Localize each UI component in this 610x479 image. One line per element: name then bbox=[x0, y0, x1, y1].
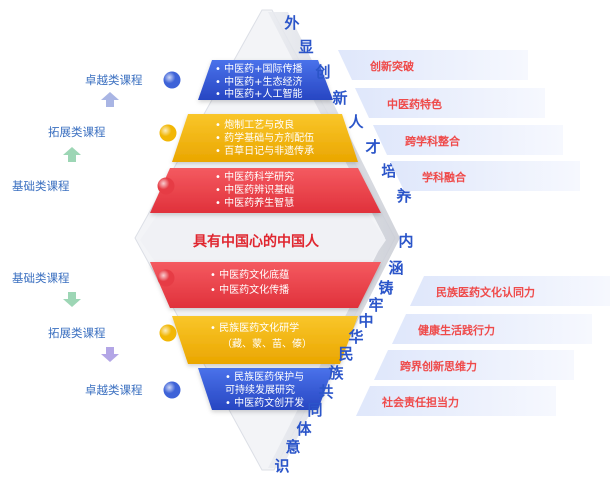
upper-item: • 中医药科学研究 bbox=[215, 170, 294, 183]
tag-box bbox=[355, 88, 545, 118]
arrow-down-icon bbox=[63, 292, 81, 307]
lower-block-gold bbox=[172, 316, 358, 364]
upper-item: • 中医药+国际传播 bbox=[215, 62, 302, 75]
vertical-char: 创 bbox=[314, 63, 330, 81]
vertical-char: 体 bbox=[296, 420, 312, 438]
lower-item: • 民族医药文化研学 bbox=[210, 321, 299, 334]
level-dot-highlight bbox=[157, 177, 175, 195]
upper-item: • 中医药+人工智能 bbox=[215, 87, 302, 100]
vertical-char: 养 bbox=[395, 187, 412, 205]
left-label-upper: 拓展类课程 bbox=[48, 125, 106, 139]
upper-item: • 百草日记与非遗传承 bbox=[215, 144, 314, 157]
right-tag-text: 学科融合 bbox=[422, 170, 467, 184]
level-dot-highlight bbox=[163, 381, 181, 399]
left-label-upper: 基础类课程 bbox=[12, 179, 70, 193]
upper-item: • 药学基础与方剂配伍 bbox=[215, 131, 314, 144]
arrow-down-icon bbox=[101, 347, 119, 362]
right-tag-text: 社会责任担当力 bbox=[381, 395, 459, 409]
upper-item: • 中医药辨识基础 bbox=[215, 183, 294, 196]
tag-box bbox=[356, 386, 556, 416]
vertical-char: 铸 bbox=[378, 279, 393, 297]
lower-item: 可持续发展研究 bbox=[225, 383, 295, 396]
center-title: 具有中国心的中国人 bbox=[192, 233, 320, 250]
vertical-char: 意 bbox=[285, 438, 300, 456]
right-tag-text: 健康生活践行力 bbox=[418, 323, 495, 337]
right-tag-text: 跨学科整合 bbox=[405, 134, 461, 148]
vertical-char: 识 bbox=[274, 457, 289, 475]
right-tags: 创新突破中医药特色跨学科整合学科融合民族医药文化认同力健康生活践行力跨界创新思维… bbox=[338, 50, 610, 416]
level-dot-highlight bbox=[159, 124, 177, 142]
left-label-lower: 卓越类课程 bbox=[85, 383, 143, 397]
lower-block-blue bbox=[198, 368, 333, 410]
lower-item: • 中医药文创开发 bbox=[225, 396, 304, 409]
right-tag-text: 跨界创新思维力 bbox=[400, 359, 477, 373]
center-band bbox=[140, 214, 386, 266]
upper-items: • 中医药+国际传播• 中医药+生态经济• 中医药+人工智能• 炮制工艺与改良•… bbox=[215, 62, 314, 209]
vertical-char: 人 bbox=[348, 113, 364, 131]
tag-box bbox=[390, 161, 580, 191]
upper-item: • 炮制工艺与改良 bbox=[215, 118, 294, 131]
upper-block-gold bbox=[172, 114, 358, 162]
vertical-char: 中 bbox=[358, 312, 373, 330]
right-tag-text: 中医药特色 bbox=[387, 97, 442, 111]
lower-block-red bbox=[150, 262, 381, 308]
lower-item: （藏、蒙、苗、傣） bbox=[222, 337, 312, 350]
tag-box bbox=[410, 276, 610, 306]
arrow-up-icon bbox=[101, 92, 119, 107]
upper-block-red bbox=[150, 168, 381, 213]
lower-items: • 中医药文化底蕴 • 中医药文化传播 • 民族医药文化研学 （藏、蒙、苗、傣） • 民… bbox=[210, 268, 312, 409]
left-label-lower: 拓展类课程 bbox=[48, 326, 106, 340]
lower-item: • 民族医药保护与 bbox=[225, 370, 304, 383]
vertical-char: 同 bbox=[307, 401, 322, 419]
level-dot-highlight bbox=[157, 269, 175, 287]
lower-item: • 中医药文化传播 bbox=[210, 283, 289, 296]
vertical-char: 民 bbox=[338, 345, 353, 363]
left-label-upper: 卓越类课程 bbox=[85, 73, 143, 87]
tag-box bbox=[374, 350, 574, 380]
vertical-char: 族 bbox=[328, 364, 344, 382]
right-tag-text: 创新突破 bbox=[369, 59, 414, 73]
vertical-char: 外 bbox=[283, 14, 299, 32]
vertical-char: 共 bbox=[318, 383, 333, 401]
upper-item: • 中医药+生态经济 bbox=[215, 75, 302, 88]
vertical-char: 华 bbox=[348, 328, 363, 346]
vertical-char: 新 bbox=[332, 89, 347, 107]
upper-item: • 中医药养生智慧 bbox=[215, 196, 294, 209]
tag-box bbox=[392, 314, 592, 344]
arrow-up-icon bbox=[63, 147, 81, 162]
vertical-char: 涵 bbox=[388, 259, 403, 277]
left-label-lower: 基础类课程 bbox=[12, 271, 70, 285]
level-dot-highlight bbox=[163, 71, 181, 89]
vertical-char: 内 bbox=[398, 232, 413, 250]
right-tag-text: 民族医药文化认同力 bbox=[436, 285, 535, 299]
tag-box bbox=[338, 50, 528, 80]
level-dot-highlight bbox=[159, 324, 177, 342]
vertical-char: 显 bbox=[298, 38, 313, 56]
upper-block-blue bbox=[198, 60, 333, 100]
lower-item: • 中医药文化底蕴 bbox=[210, 268, 289, 281]
vertical-char: 牢 bbox=[368, 296, 383, 314]
vertical-char: 才 bbox=[365, 138, 380, 156]
tag-box bbox=[373, 125, 563, 155]
